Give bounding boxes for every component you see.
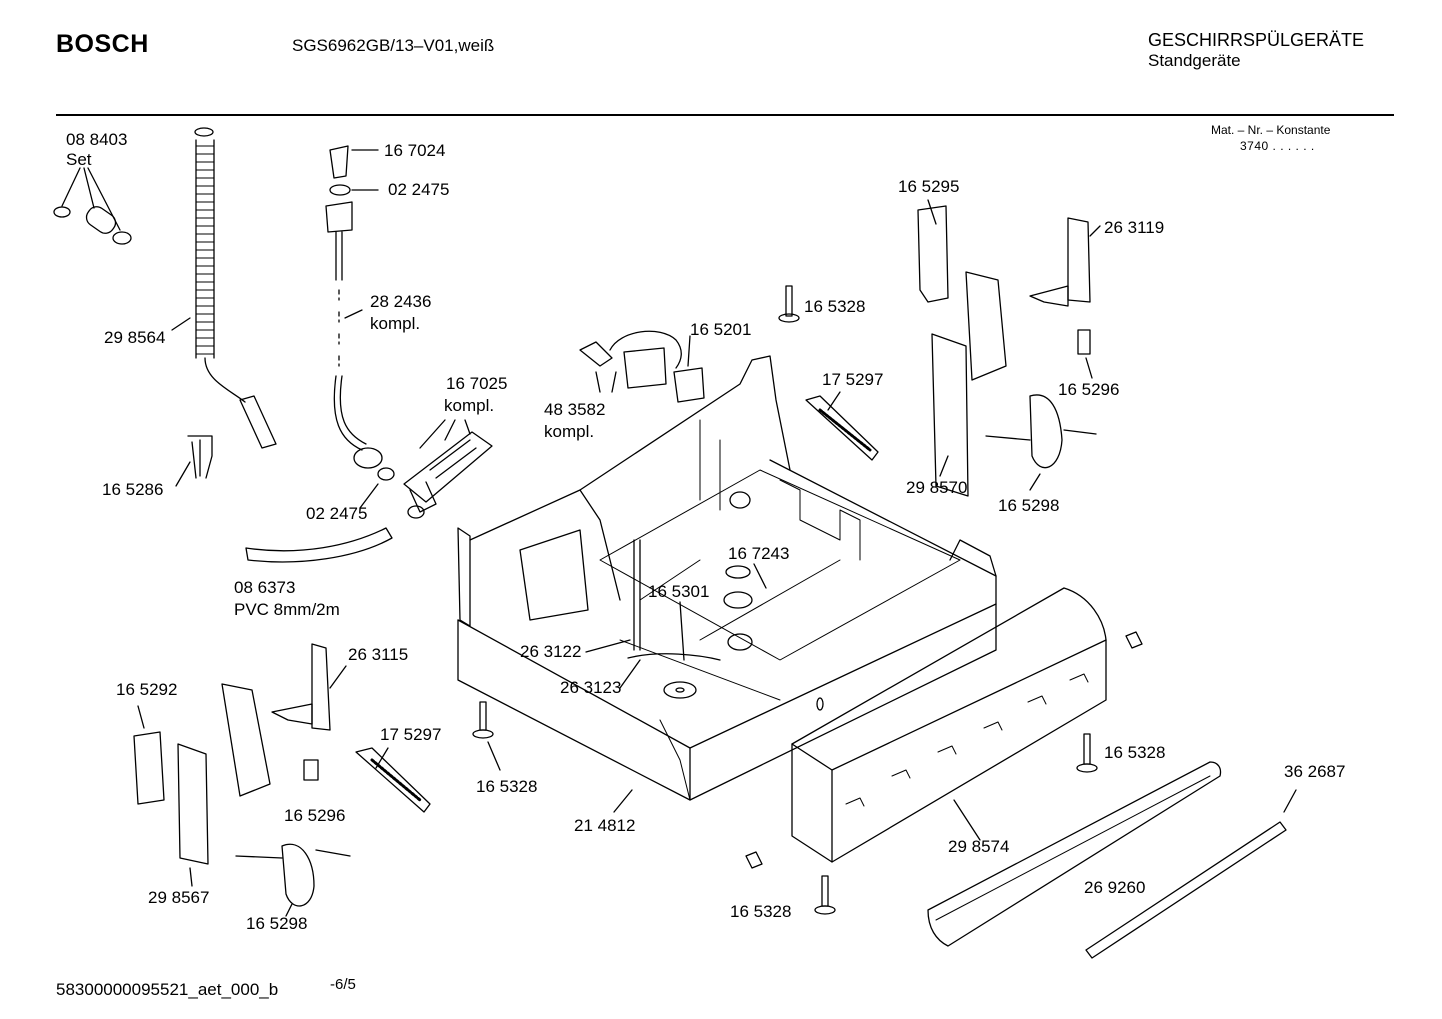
part-label-269260: 26 9260 <box>1084 878 1146 897</box>
part-label-167025: 16 7025 <box>446 374 508 393</box>
part-label-165301: 16 5301 <box>648 582 710 601</box>
part-label-165286: 16 5286 <box>102 480 164 499</box>
part-label-282436: 28 2436 <box>370 292 432 311</box>
part-label-263122: 26 3122 <box>520 642 582 661</box>
part-label-088403-set: Set <box>66 150 92 169</box>
category-title: GESCHIRRSPÜLGERÄTE <box>1148 30 1365 50</box>
part-label-263123: 26 3123 <box>560 678 622 697</box>
leveling-feet-drawing <box>472 285 1143 915</box>
part-label-165328-bottom: 16 5328 <box>730 902 792 921</box>
hose-clamp-set-drawing <box>53 167 132 245</box>
part-label-167024: 16 7024 <box>384 141 446 160</box>
header-rule <box>56 114 1394 116</box>
part-label-298570: 29 8570 <box>906 478 968 497</box>
part-label-165328-right: 16 5328 <box>1104 743 1166 762</box>
subcategory-title: Standgeräte <box>1148 51 1241 70</box>
document-id: 58300000095521_aet_000_b <box>56 980 279 999</box>
pvc-pipe-drawing <box>245 527 393 563</box>
brand-logo: BOSCH <box>56 30 149 58</box>
part-label-362687: 36 2687 <box>1284 762 1346 781</box>
part-label-165298-left: 16 5298 <box>246 914 308 933</box>
part-label-086373: 08 6373 <box>234 578 296 597</box>
material-number-value: 3740 . . . . . . <box>1240 139 1315 153</box>
part-label-165296-right: 16 5296 <box>1058 380 1120 399</box>
part-label-165295: 16 5295 <box>898 177 960 196</box>
cable-harness-drawing <box>579 330 705 403</box>
page-number: -6/5 <box>330 976 356 993</box>
part-label-086373-pvc: PVC 8mm/2m <box>234 600 340 619</box>
part-label-175297-left: 17 5297 <box>380 725 442 744</box>
part-label-022475-bottom: 02 2475 <box>306 504 368 523</box>
part-label-175297-right: 17 5297 <box>822 370 884 389</box>
part-label-165328-top: 16 5328 <box>804 297 866 316</box>
part-label-022475-top: 02 2475 <box>388 180 450 199</box>
aquastop-valve-drawing <box>403 419 493 519</box>
part-label-165296-left: 16 5296 <box>284 806 346 825</box>
plinth-strip-drawing <box>927 761 1297 959</box>
part-label-263115: 26 3115 <box>348 645 409 664</box>
part-label-165298-right: 16 5298 <box>998 496 1060 515</box>
part-label-298567: 29 8567 <box>148 888 210 907</box>
part-label-167243: 16 7243 <box>728 544 790 563</box>
part-label-167025-kompl: kompl. <box>444 396 495 415</box>
part-label-263119: 26 3119 <box>1104 218 1165 237</box>
inlet-hose-drawing <box>325 145 395 509</box>
part-label-483582: 48 3582 <box>544 400 606 419</box>
part-label-298574: 29 8574 <box>948 837 1010 856</box>
front-panel-drawing <box>791 587 1107 863</box>
left-hinge-assembly-drawing <box>133 643 431 917</box>
material-number-label: Mat. – Nr. – Konstante <box>1211 123 1331 137</box>
part-label-282436-kompl: kompl. <box>370 314 421 333</box>
part-label-165292: 16 5292 <box>116 680 178 699</box>
model-number: SGS6962GB/13–V01,weiß <box>292 36 495 55</box>
hose-clip-drawing <box>175 435 213 487</box>
part-label-165201: 16 5201 <box>690 320 752 339</box>
part-label-088403: 08 8403 <box>66 130 128 149</box>
part-label-483582-kompl: kompl. <box>544 422 595 441</box>
part-label-214812: 21 4812 <box>574 816 636 835</box>
part-label-298564: 29 8564 <box>104 328 166 347</box>
drain-hose-drawing <box>171 127 277 449</box>
part-label-165328-left: 16 5328 <box>476 777 538 796</box>
base-tub-drawing <box>457 355 997 813</box>
right-hinge-assembly-drawing <box>805 199 1101 497</box>
